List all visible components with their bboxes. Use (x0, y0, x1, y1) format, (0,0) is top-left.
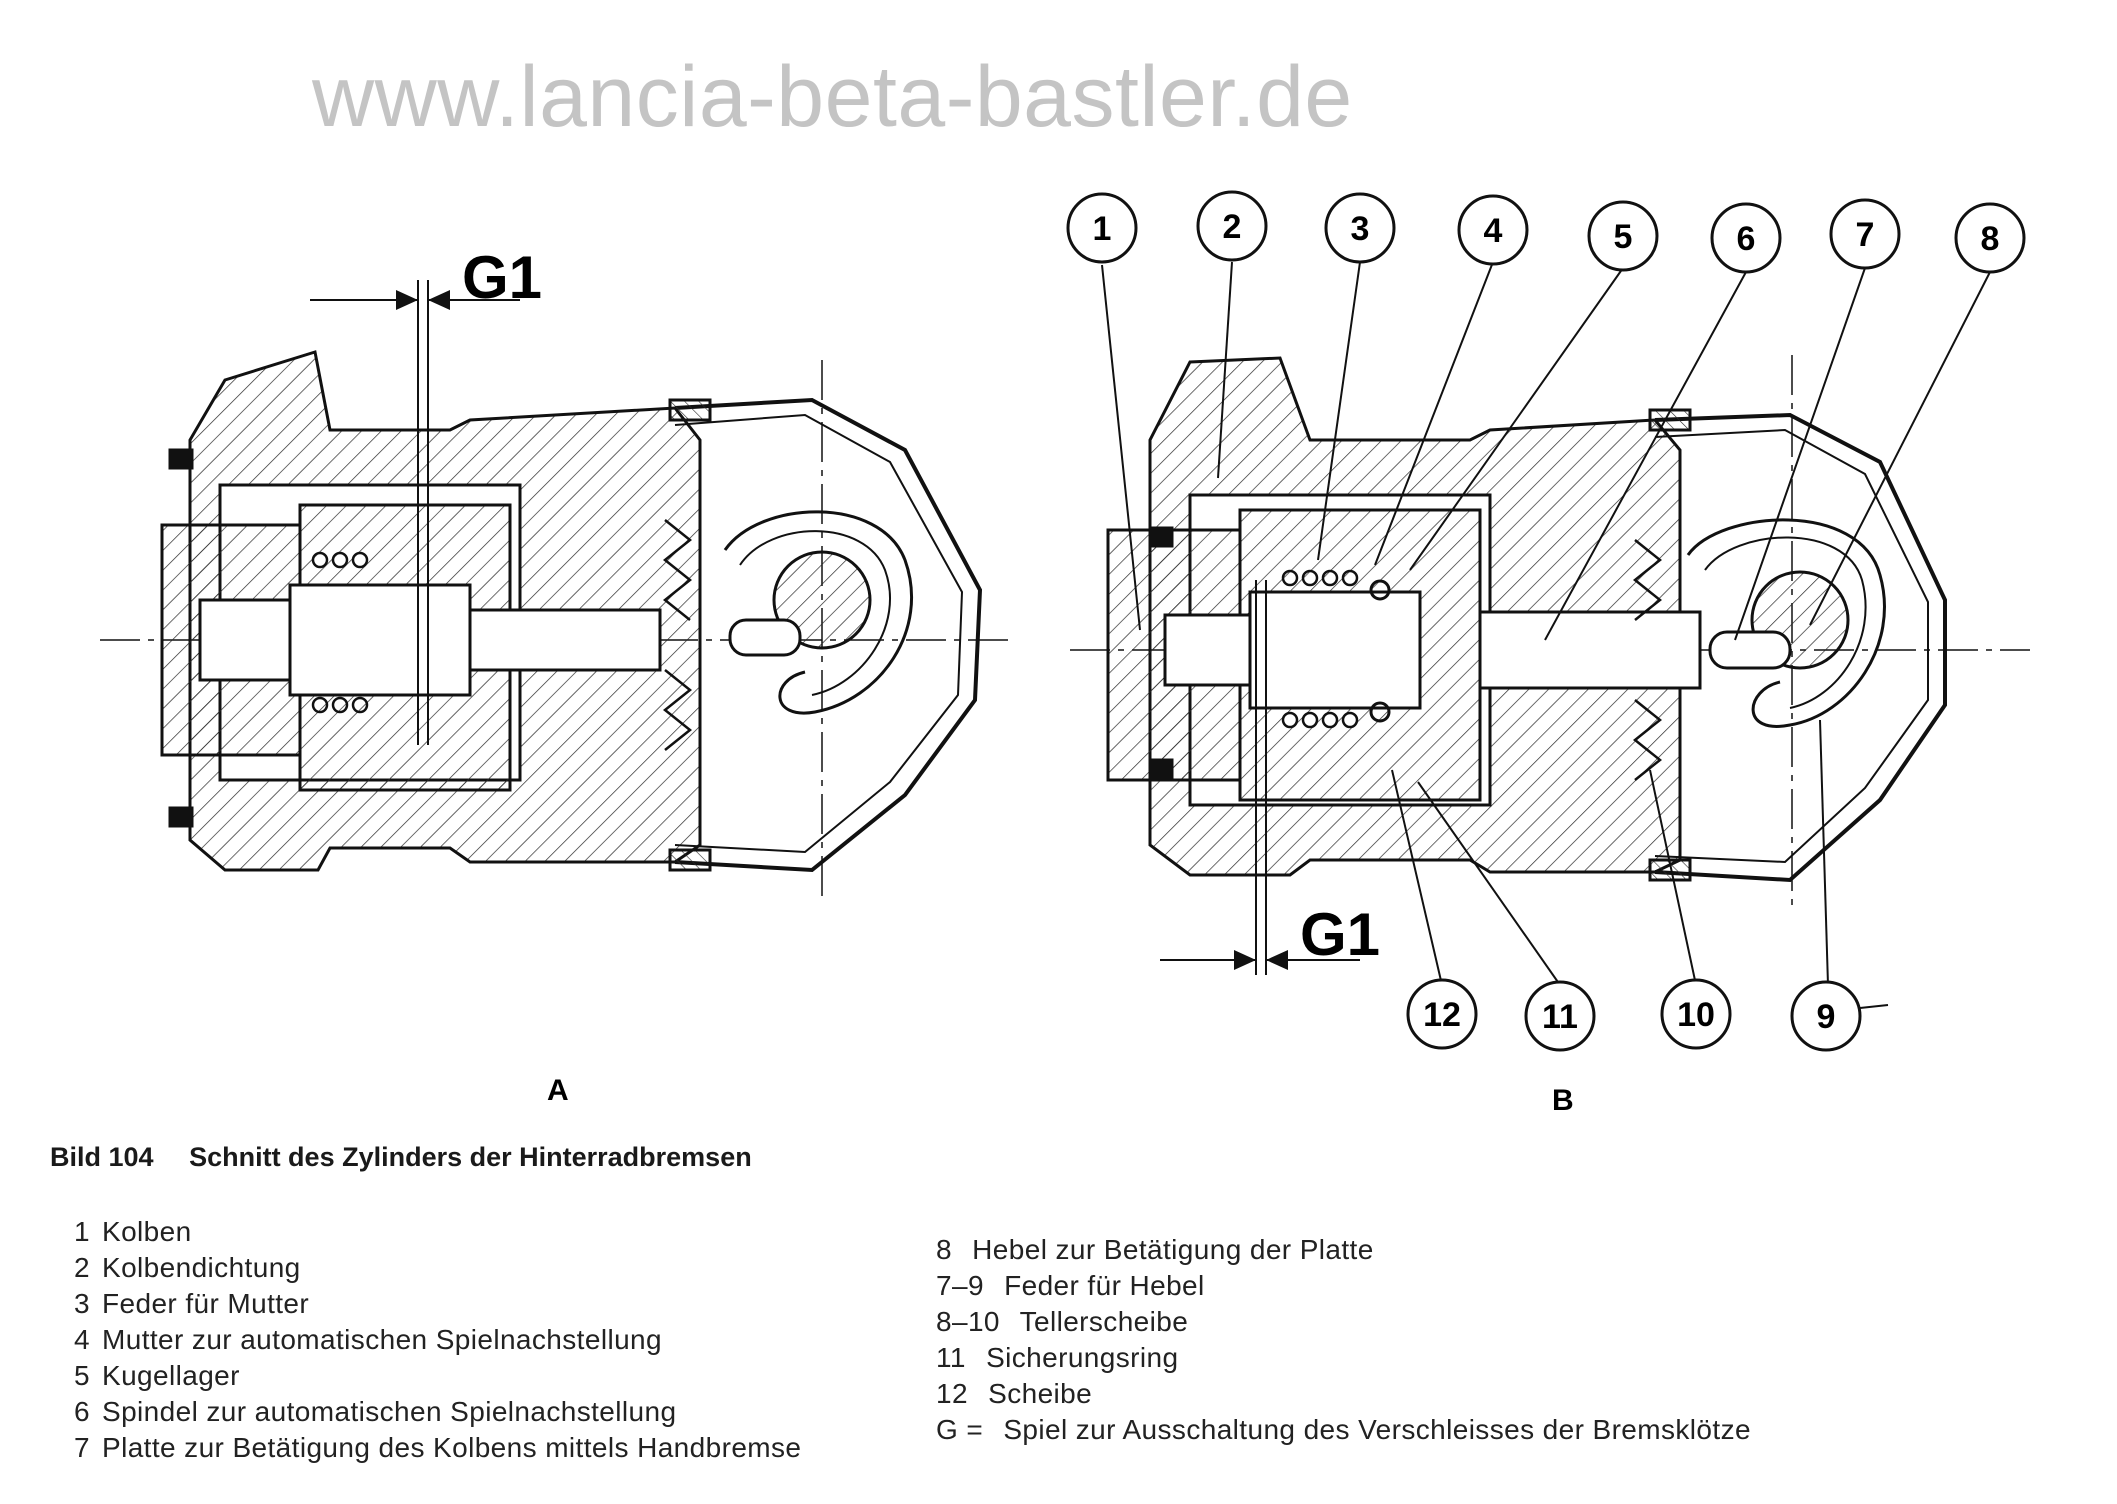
svg-text:7: 7 (1856, 216, 1875, 254)
legend-item: G = Spiel zur Ausschaltung des Verschlei… (936, 1414, 1751, 1445)
view-b-section (1070, 355, 2030, 975)
legend-item: 7–9 Feder für Hebel (936, 1270, 1205, 1301)
callout-12: 12 (1406, 978, 1478, 1050)
legend-item: 11 Sicherungsring (936, 1342, 1179, 1373)
view-a-label: A (547, 1074, 569, 1107)
callout-3: 3 (1324, 192, 1396, 264)
view-b-gap-label: G1 (1300, 901, 1380, 968)
callout-11: 11 (1524, 980, 1596, 1052)
callout-8: 8 (1954, 202, 2026, 274)
callout-2: 2 (1196, 190, 1268, 262)
view-b-label: B (1552, 1084, 1574, 1117)
legend-item: 8–10 Tellerscheibe (936, 1306, 1189, 1337)
svg-text:12: 12 (1423, 996, 1461, 1034)
callout-4: 4 (1457, 194, 1529, 266)
view-a-gap-label: G1 (462, 244, 542, 311)
view-a-section (100, 280, 1010, 900)
callout-1: 1 (1066, 192, 1138, 264)
svg-text:8: 8 (1981, 220, 2000, 258)
legend-item: 12 Scheibe (936, 1378, 1093, 1409)
callout-9: 9 (1790, 980, 1862, 1052)
view-b-callouts-bottom: 12 11 10 9 (1406, 978, 1862, 1052)
view-b-gap-dimension: G1 (1160, 901, 1380, 970)
view-b-leader-lines (1101, 261, 1991, 1009)
svg-text:9: 9 (1817, 998, 1836, 1036)
svg-text:5: 5 (1614, 218, 1633, 256)
callout-7: 7 (1829, 198, 1901, 270)
svg-text:4: 4 (1484, 212, 1503, 250)
svg-text:6: 6 (1737, 220, 1756, 258)
view-a-gap-dimension: G1 (310, 244, 542, 311)
svg-text:1: 1 (1093, 210, 1112, 248)
svg-text:2: 2 (1223, 208, 1242, 246)
svg-text:10: 10 (1677, 996, 1715, 1034)
watermark-text: www.lancia-beta-bastler.de (312, 49, 1353, 145)
view-b-callouts-top: 1 2 3 4 5 6 7 8 (1066, 190, 2026, 274)
figure-caption: Bild 104 Schnitt des Zylinders der Hinte… (50, 1142, 752, 1173)
callout-6: 6 (1710, 202, 1782, 274)
figure-number: Bild 104 (50, 1142, 154, 1172)
svg-text:3: 3 (1351, 210, 1370, 248)
legend-item: 8 Hebel zur Betätigung der Platte (936, 1234, 1374, 1265)
svg-text:11: 11 (1542, 998, 1578, 1036)
callout-10: 10 (1660, 978, 1732, 1050)
figure-title: Schnitt des Zylinders der Hinterradbrems… (189, 1142, 752, 1172)
legend-right: 8 Hebel zur Betätigung der Platte 7–9 Fe… (936, 1232, 1751, 1448)
callout-5: 5 (1587, 200, 1659, 272)
